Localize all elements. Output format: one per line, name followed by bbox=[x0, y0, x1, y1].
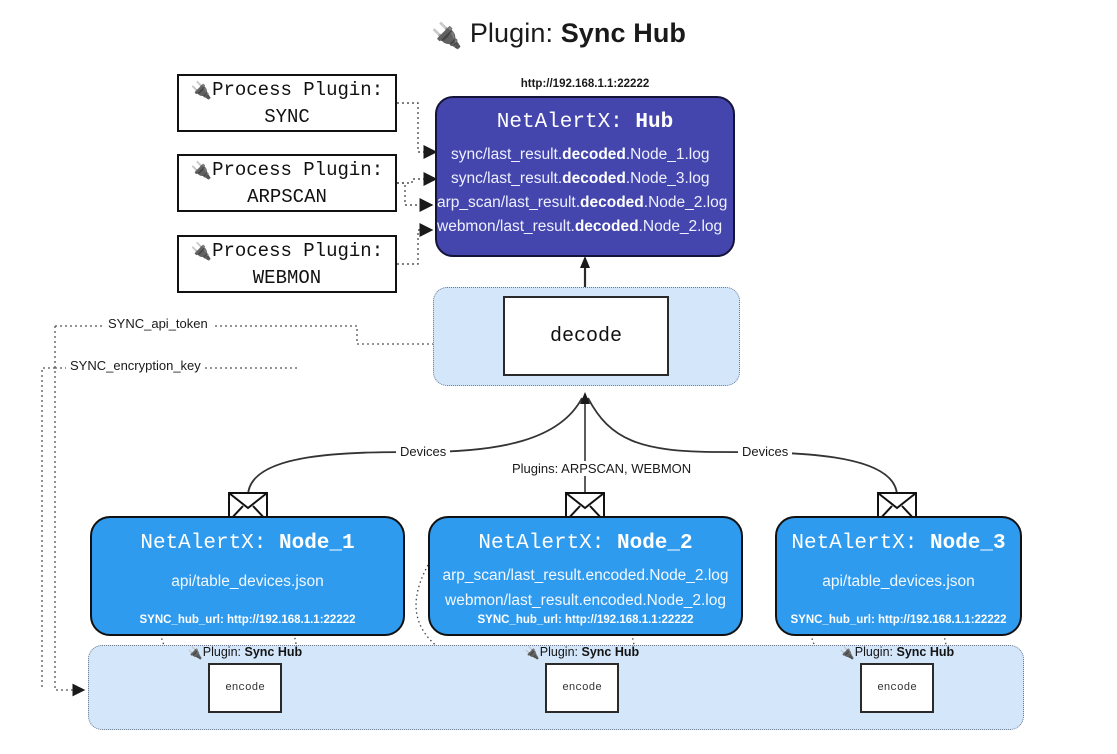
log-mid: decoded bbox=[574, 218, 639, 235]
node-footer: SYNC_hub_url: http://192.168.1.1:22222 bbox=[790, 614, 1007, 626]
encode-plugin-label: 🔌Plugin: Sync Hub bbox=[482, 645, 682, 660]
hub-log-line: sync/last_result.decoded.Node_3.log bbox=[451, 168, 733, 189]
node-title-name: Node_3 bbox=[930, 532, 1006, 555]
node-footer: SYNC_hub_url: http://192.168.1.1:22222 bbox=[477, 614, 694, 626]
node-line: webmon/last_result.encoded.Node_2.log bbox=[445, 592, 726, 609]
log-mid: decoded bbox=[562, 170, 626, 187]
process-plugin-box-arpscan[interactable]: 🔌Process Plugin: ARPSCAN bbox=[177, 154, 397, 212]
log-mid: decoded bbox=[580, 194, 644, 211]
hub-title-prefix: NetAlertX: bbox=[496, 111, 623, 134]
hub-log-line: arp_scan/last_result.decoded.Node_2.log bbox=[437, 192, 733, 213]
encode-box-node-2[interactable]: encode bbox=[545, 663, 619, 713]
encode-label-lead: Plugin: bbox=[854, 645, 894, 659]
process-plugin-box-webmon[interactable]: 🔌Process Plugin: WEBMON bbox=[177, 235, 397, 293]
plug-icon: 🔌 bbox=[190, 80, 213, 101]
node-box-node-3[interactable]: NetAlertX: Node_3 api/table_devices.json… bbox=[775, 516, 1022, 636]
encode-label-strong: Sync Hub bbox=[896, 645, 955, 659]
plug-icon: 🔌 bbox=[190, 160, 213, 181]
page-title: 🔌 Plugin: Sync Hub bbox=[0, 18, 1117, 51]
node-line: arp_scan/last_result.encoded.Node_2.log bbox=[442, 567, 729, 584]
process-plugin-name: SYNC bbox=[264, 105, 310, 128]
hub-log-line: webmon/last_result.decoded.Node_2.log bbox=[437, 216, 733, 237]
node-box-node-2[interactable]: NetAlertX: Node_2 arp_scan/last_result.e… bbox=[428, 516, 743, 636]
node-title-prefix: NetAlertX: bbox=[140, 532, 267, 555]
process-plugin-label: Process Plugin: bbox=[212, 158, 384, 181]
log-mid: decoded bbox=[562, 146, 626, 163]
node-footer: SYNC_hub_url: http://192.168.1.1:22222 bbox=[139, 614, 356, 626]
plug-icon: 🔌 bbox=[839, 646, 855, 660]
hub-log-line: sync/last_result.decoded.Node_1.log bbox=[451, 144, 733, 165]
plug-icon: 🔌 bbox=[187, 646, 203, 660]
log-post: .Node_2.log bbox=[643, 194, 728, 211]
decode-label: decode bbox=[549, 324, 622, 348]
node-title-prefix: NetAlertX: bbox=[478, 532, 605, 555]
encode-box-node-1[interactable]: encode bbox=[208, 663, 282, 713]
process-plugin-box-sync[interactable]: 🔌Process Plugin: SYNC bbox=[177, 74, 397, 132]
encode-box-node-3[interactable]: encode bbox=[860, 663, 934, 713]
node-title-name: Node_2 bbox=[617, 532, 693, 555]
node-title: NetAlertX: Node_1 bbox=[92, 532, 403, 555]
node-line: api/table_devices.json bbox=[171, 573, 324, 590]
node-line-list: api/table_devices.json bbox=[777, 569, 1020, 594]
edge-label-devices-right: Devices bbox=[738, 444, 793, 459]
encode-label-lead: Plugin: bbox=[202, 645, 242, 659]
edge-label-plugins-center: Plugins: ARPSCAN, WEBMON bbox=[508, 461, 696, 476]
node-line: api/table_devices.json bbox=[822, 573, 975, 590]
node-title-name: Node_1 bbox=[279, 532, 355, 555]
node-box-node-1[interactable]: NetAlertX: Node_1 api/table_devices.json… bbox=[90, 516, 405, 636]
log-pre: arp_scan/last_result. bbox=[437, 194, 581, 211]
encode-label-lead: Plugin: bbox=[539, 645, 579, 659]
page-title-lead: Plugin: bbox=[469, 18, 554, 48]
hub-log-list: sync/last_result.decoded.Node_1.log sync… bbox=[437, 144, 733, 237]
sync-api-token-label: SYNC_api_token bbox=[104, 316, 212, 331]
decode-box[interactable]: decode bbox=[503, 296, 669, 376]
encode-label-strong: Sync Hub bbox=[244, 645, 303, 659]
log-post: .Node_2.log bbox=[638, 218, 723, 235]
sync-encryption-key-label: SYNC_encryption_key bbox=[66, 358, 205, 373]
process-plugin-label: Process Plugin: bbox=[212, 239, 384, 262]
log-pre: sync/last_result. bbox=[451, 146, 563, 163]
hub-node[interactable]: NetAlertX: Hub sync/last_result.decoded.… bbox=[435, 96, 735, 257]
hub-title: NetAlertX: Hub bbox=[437, 111, 733, 134]
node-title-prefix: NetAlertX: bbox=[791, 532, 918, 555]
node-line-list: api/table_devices.json bbox=[92, 569, 403, 594]
process-plugin-name: WEBMON bbox=[252, 266, 322, 289]
log-post: .Node_3.log bbox=[625, 170, 710, 187]
plug-icon: 🔌 bbox=[524, 646, 540, 660]
encode-box-label: encode bbox=[225, 682, 265, 694]
log-pre: webmon/last_result. bbox=[437, 218, 575, 235]
encode-box-label: encode bbox=[562, 682, 602, 694]
encode-plugin-label: 🔌Plugin: Sync Hub bbox=[145, 645, 345, 660]
log-post: .Node_1.log bbox=[625, 146, 710, 163]
node-line-list: arp_scan/last_result.encoded.Node_2.log … bbox=[430, 563, 741, 613]
encode-box-label: encode bbox=[877, 682, 917, 694]
process-plugin-name: ARPSCAN bbox=[247, 185, 327, 208]
hub-title-name: Hub bbox=[635, 111, 674, 134]
encode-label-strong: Sync Hub bbox=[581, 645, 640, 659]
edge-label-devices-left: Devices bbox=[396, 444, 451, 459]
encode-plugin-label: 🔌Plugin: Sync Hub bbox=[797, 645, 997, 660]
process-plugin-label: Process Plugin: bbox=[212, 78, 384, 101]
page-title-strong: Sync Hub bbox=[560, 18, 687, 48]
plug-icon: 🔌 bbox=[190, 241, 213, 262]
node-title: NetAlertX: Node_2 bbox=[430, 532, 741, 555]
hub-url-label: http://192.168.1.1:22222 bbox=[520, 78, 650, 90]
log-pre: sync/last_result. bbox=[451, 170, 563, 187]
plug-icon: 🔌 bbox=[430, 22, 463, 50]
node-title: NetAlertX: Node_3 bbox=[777, 532, 1020, 555]
